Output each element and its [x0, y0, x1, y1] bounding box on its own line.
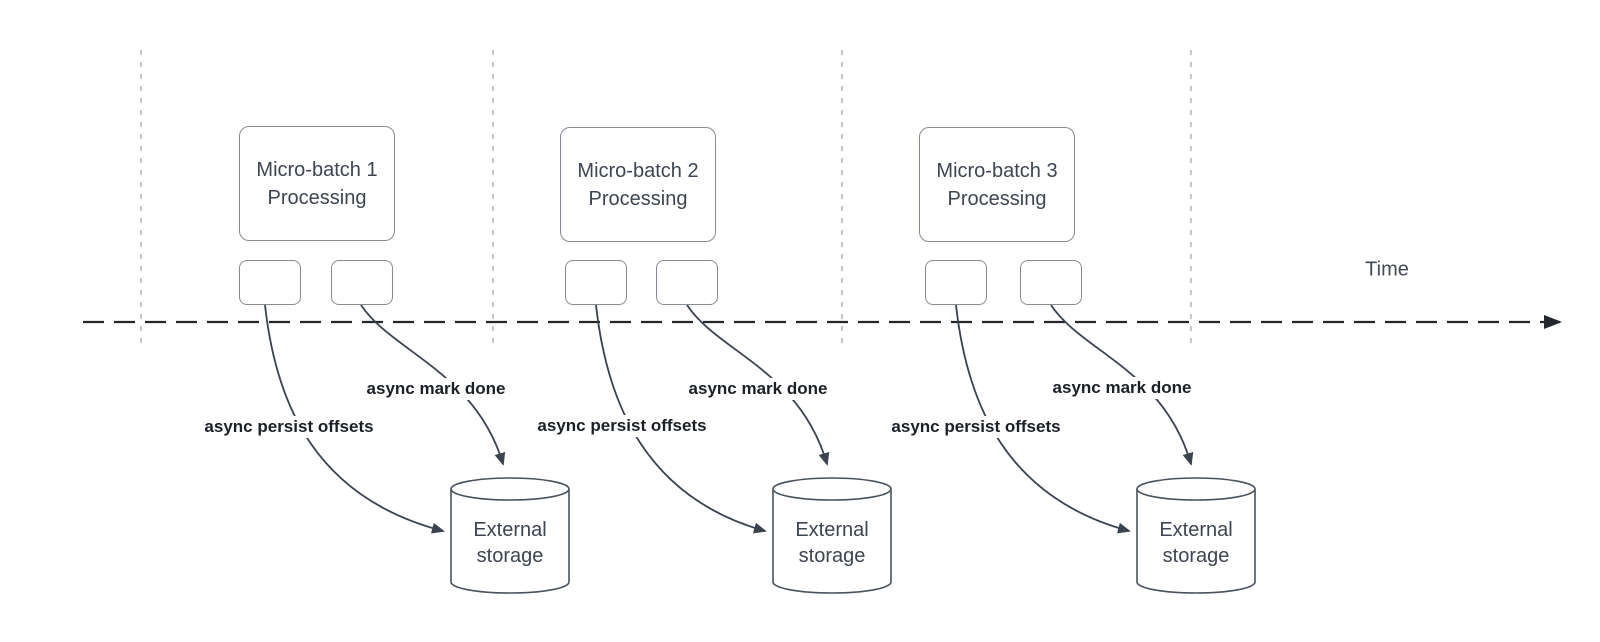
storage-cylinder-1: [450, 477, 570, 594]
mark-done-curve-3: [1050, 304, 1194, 466]
external-storage-label-1: External storage: [473, 519, 547, 567]
micro-batch-2-box: Micro-batch 2 Processing: [560, 127, 716, 242]
mark-done-label-1: async mark done: [363, 378, 509, 400]
persist-offsets-label-2: async persist offsets: [534, 415, 710, 437]
task-box-3b: [1020, 260, 1082, 305]
persist-offsets-curve-1: [264, 304, 445, 534]
persist-offsets-label-1: async persist offsets: [201, 416, 377, 438]
mark-done-label-2: async mark done: [685, 378, 831, 400]
persist-offsets-curve-3: [955, 304, 1131, 534]
micro-batch-2-subtitle: Processing: [588, 187, 688, 210]
micro-batch-2-title: Micro-batch 2: [577, 159, 699, 182]
micro-batch-3-title: Micro-batch 3: [936, 159, 1058, 182]
mark-done-label-3: async mark done: [1049, 377, 1195, 399]
mark-done-curve-2: [686, 304, 830, 466]
storage-cylinder-2: [772, 477, 892, 594]
micro-batch-3-subtitle: Processing: [947, 187, 1047, 210]
task-box-1a: [239, 260, 301, 305]
micro-batch-3-box: Micro-batch 3 Processing: [919, 127, 1075, 242]
micro-batch-1-subtitle: Processing: [267, 186, 367, 209]
external-storage-label-2: External storage: [795, 519, 869, 567]
mark-done-curve-1: [360, 304, 506, 466]
micro-batch-1-title: Micro-batch 1: [256, 158, 378, 181]
task-box-3a: [925, 260, 987, 305]
task-box-1b: [331, 260, 393, 305]
persist-offsets-curve-2: [595, 304, 767, 534]
external-storage-label-3: External storage: [1159, 519, 1233, 567]
time-axis-label: Time: [1365, 258, 1409, 281]
task-box-2b: [656, 260, 718, 305]
persist-offsets-label-3: async persist offsets: [888, 416, 1064, 438]
storage-cylinder-3: [1136, 477, 1256, 594]
task-box-2a: [565, 260, 627, 305]
micro-batch-1-box: Micro-batch 1 Processing: [239, 126, 395, 241]
